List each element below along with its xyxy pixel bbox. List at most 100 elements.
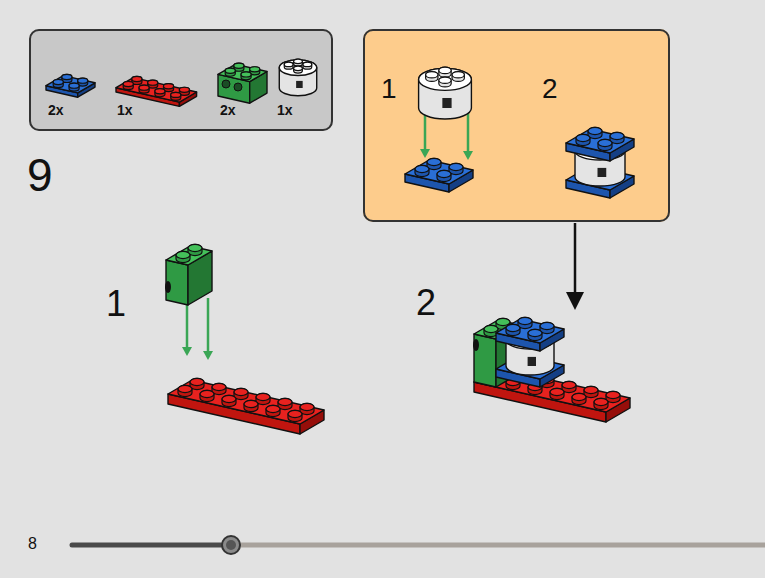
part-count: 1x	[117, 103, 133, 117]
stud	[69, 83, 79, 88]
stud	[171, 92, 181, 100]
sub-assembly-callout: 12	[363, 29, 670, 222]
brick-face	[116, 78, 197, 103]
stud	[250, 67, 260, 72]
stud	[225, 68, 235, 76]
stud	[540, 322, 554, 329]
stud	[303, 62, 312, 69]
side-stud	[473, 339, 479, 351]
stud	[427, 158, 441, 165]
stud	[588, 127, 602, 134]
round-brick-body	[279, 60, 316, 96]
callout-arrowhead	[566, 292, 584, 310]
stud	[572, 393, 586, 400]
stud	[496, 318, 510, 325]
stud	[212, 383, 226, 390]
stud	[598, 139, 612, 150]
stud	[294, 59, 303, 63]
stud	[439, 77, 451, 87]
stud	[176, 251, 190, 262]
sub-step-number: 2	[416, 285, 436, 321]
stud	[528, 329, 542, 340]
parts-panel-fill	[29, 29, 333, 131]
stud	[139, 85, 149, 90]
stud	[294, 59, 303, 66]
stud	[284, 62, 293, 66]
stud	[439, 77, 451, 83]
callout-step-number: 1	[381, 75, 397, 103]
stud	[190, 378, 204, 385]
stud	[294, 66, 303, 70]
brick-face	[166, 260, 188, 305]
stud	[179, 87, 189, 92]
parts-list-panel: 2x1x2x1x	[29, 29, 333, 131]
placement-arrowhead	[203, 351, 213, 360]
stud	[437, 170, 451, 181]
brick-face	[474, 382, 606, 422]
stud	[439, 67, 451, 73]
page-number: 8	[28, 536, 37, 552]
stud	[528, 329, 542, 336]
stud	[452, 72, 464, 78]
part-count: 1x	[277, 103, 293, 117]
stud	[188, 244, 202, 251]
stud	[62, 74, 72, 79]
stud	[576, 134, 590, 141]
round-brick-notch	[598, 168, 607, 177]
stud	[300, 403, 314, 410]
stud	[610, 132, 624, 139]
round-brick-notch	[442, 98, 451, 108]
spacer	[225, 81, 226, 82]
stud	[506, 324, 520, 335]
stud	[415, 165, 429, 172]
stud	[123, 81, 133, 89]
stud	[234, 388, 248, 395]
stud	[518, 317, 532, 324]
stud	[244, 400, 258, 411]
stud	[178, 385, 192, 396]
stud	[550, 388, 564, 395]
stud	[598, 139, 612, 146]
stud	[266, 405, 280, 416]
brick-face	[474, 334, 496, 387]
stud	[53, 79, 63, 87]
stud	[550, 388, 564, 399]
stud	[139, 85, 149, 93]
progress-knob	[222, 536, 240, 554]
stud	[69, 83, 79, 91]
stud	[155, 89, 165, 94]
stud	[606, 391, 620, 398]
stud	[132, 76, 142, 81]
stud	[278, 398, 292, 405]
stud	[572, 393, 586, 404]
stud	[244, 400, 258, 407]
side-stud	[222, 80, 230, 88]
step-number: 9	[27, 152, 53, 198]
stud	[594, 398, 608, 409]
stud	[415, 165, 429, 176]
stud	[426, 72, 438, 82]
stud	[576, 134, 590, 145]
progress-remaining	[231, 543, 765, 548]
stud	[452, 72, 464, 82]
stud	[241, 72, 251, 80]
stud	[200, 390, 214, 397]
callout-arrow	[574, 223, 577, 296]
stud	[439, 67, 451, 77]
stud	[164, 84, 174, 89]
callout-panel-fill	[363, 29, 670, 222]
stud	[241, 72, 251, 77]
side-stud	[234, 83, 242, 91]
stud	[562, 381, 576, 388]
stud	[449, 163, 463, 170]
callout-step-number: 2	[542, 75, 558, 103]
stud	[584, 386, 598, 393]
progress-done	[72, 543, 231, 548]
round-brick-notch	[296, 81, 303, 88]
placement-arrowhead	[463, 151, 473, 160]
stud	[284, 62, 293, 69]
stud	[426, 72, 438, 78]
stud	[288, 410, 302, 421]
placement-arrow	[424, 112, 427, 150]
stud	[506, 324, 520, 331]
